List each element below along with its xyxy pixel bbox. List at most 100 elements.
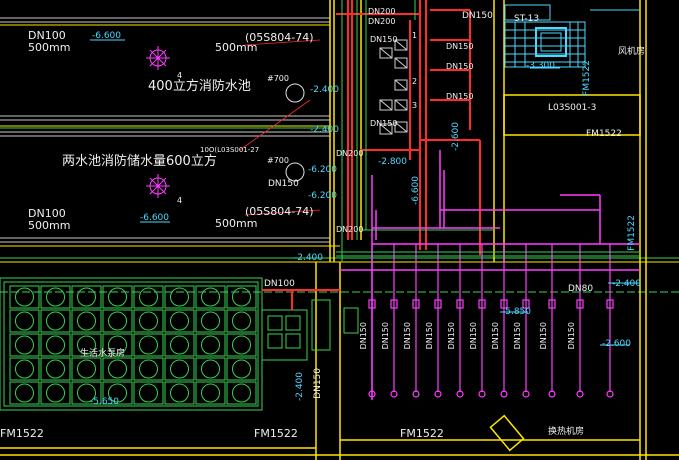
tank-cell	[40, 357, 71, 381]
pump-symbol	[394, 57, 408, 69]
riser-valve-box	[522, 299, 530, 309]
pump-symbol	[379, 123, 393, 135]
riser-valve-box	[390, 299, 398, 309]
tank-cell-circle	[232, 383, 251, 403]
riser-valve-box	[576, 299, 584, 309]
tank-cell-circle	[15, 311, 34, 331]
elevation-6600-a: -6.600	[92, 31, 122, 41]
pipe-dn150-l1: DN150	[268, 179, 299, 189]
pump-symbol-cross	[379, 47, 393, 59]
tank-cell	[195, 357, 226, 381]
pump-symbol	[379, 99, 393, 111]
tank-cell-circle	[170, 287, 189, 307]
tank-cell	[133, 333, 164, 357]
tank-cell-circle	[108, 383, 127, 403]
pump-symbol-cross	[379, 99, 393, 111]
tank-cell	[133, 381, 164, 405]
tank-cell-circle	[170, 359, 189, 379]
tank-cell	[102, 309, 133, 333]
tank-cell-circle	[170, 383, 189, 403]
tank-cell-circle	[201, 311, 220, 331]
pump-symbol-cross	[394, 39, 408, 51]
elevation-2400-a: -2.400	[310, 85, 340, 95]
tank-cell	[71, 309, 102, 333]
pipe-dn200-b: DN200	[368, 17, 396, 26]
pipe-dn200-c: DN200	[336, 149, 364, 158]
tank-cell	[195, 333, 226, 357]
riser-valve	[606, 390, 614, 398]
riser-valve	[478, 390, 486, 398]
tank-cell	[40, 381, 71, 405]
pump-symbol	[394, 79, 408, 91]
elevation-2600-a: -2.600	[451, 122, 461, 152]
tank-cell-circle	[77, 383, 96, 403]
pump-symbol-cross	[379, 123, 393, 135]
tank-cell-circle	[139, 383, 158, 403]
riser-valve	[412, 390, 420, 398]
tank-cell	[9, 333, 40, 357]
fan-room-label: 风机房	[618, 47, 646, 57]
elevation-6200-b: -6.200	[308, 191, 338, 201]
tank-cell-circle	[139, 335, 158, 355]
label-500mm-a: 500mm	[28, 41, 71, 54]
tank-cell-circle	[108, 311, 127, 331]
elevation-2400-c: -2.400	[612, 279, 642, 289]
riser-label: DN150	[539, 322, 548, 350]
tank-cell	[226, 381, 257, 405]
riser-valve-box	[500, 299, 508, 309]
tank-cell-circle	[201, 383, 220, 403]
tank-cell-circle	[77, 359, 96, 379]
domestic-pump-room-label: 生活水泵房	[80, 349, 126, 359]
tank-cell	[133, 309, 164, 333]
tank-cell-circle	[201, 335, 220, 355]
elevation-2400-d: -2.400	[294, 253, 324, 263]
riser-label: DN150	[403, 322, 412, 350]
pipe-dn150-top: DN150	[462, 11, 493, 21]
item-4a: 4	[177, 71, 183, 80]
pump-2: 2	[412, 77, 418, 86]
pipe-dn200-d: DN200	[336, 225, 364, 234]
riser-label: DN150	[469, 322, 478, 350]
label-std-b: (05S804-74)	[245, 205, 314, 218]
door-fm-top-v: FM1522	[582, 60, 592, 96]
riser-valve-box	[434, 299, 442, 309]
riser-label: DN150	[425, 322, 434, 350]
door-fm-right: FM1522	[586, 129, 622, 139]
tank-cell-circle	[201, 359, 220, 379]
tank-cell-circle	[232, 359, 251, 379]
pipe-dn150-v: DN150	[313, 368, 323, 399]
tank-cell-circle	[108, 335, 127, 355]
tank-cell	[164, 381, 195, 405]
pool-600-label: 两水池消防储水量600立方	[62, 154, 217, 169]
riser-valve	[548, 390, 556, 398]
elevation-3300: -3.300	[526, 61, 556, 71]
riser-valve-box	[478, 299, 486, 309]
elevation-5650: -5.650	[90, 397, 120, 407]
tank-cell	[133, 357, 164, 381]
tank-cell-circle	[108, 287, 127, 307]
tank-cell	[71, 357, 102, 381]
pump-symbol-cross	[394, 79, 408, 91]
tank-cell-circle	[170, 335, 189, 355]
tank-cell	[195, 309, 226, 333]
pipe-dn150-r2: DN150	[446, 62, 474, 71]
tank-cell-circle	[46, 335, 65, 355]
tank-cell-circle	[15, 287, 34, 307]
tank-cell-circle	[46, 287, 65, 307]
phi-700-a: #700	[267, 74, 289, 83]
tank-cell	[226, 357, 257, 381]
tank-cell-circle	[108, 359, 127, 379]
riser-valve-box	[606, 299, 614, 309]
pump-symbol	[379, 47, 393, 59]
tank-cell	[195, 381, 226, 405]
riser-label: DN150	[567, 322, 576, 350]
riser-label: DN150	[381, 322, 390, 350]
tank-cell-circle	[232, 287, 251, 307]
pump-symbol-cross	[394, 99, 408, 111]
label-500mm-d: 500mm	[215, 217, 258, 230]
tank-cell	[40, 309, 71, 333]
tank-cell-circle	[77, 287, 96, 307]
pipe-dn80: DN80	[568, 284, 594, 294]
